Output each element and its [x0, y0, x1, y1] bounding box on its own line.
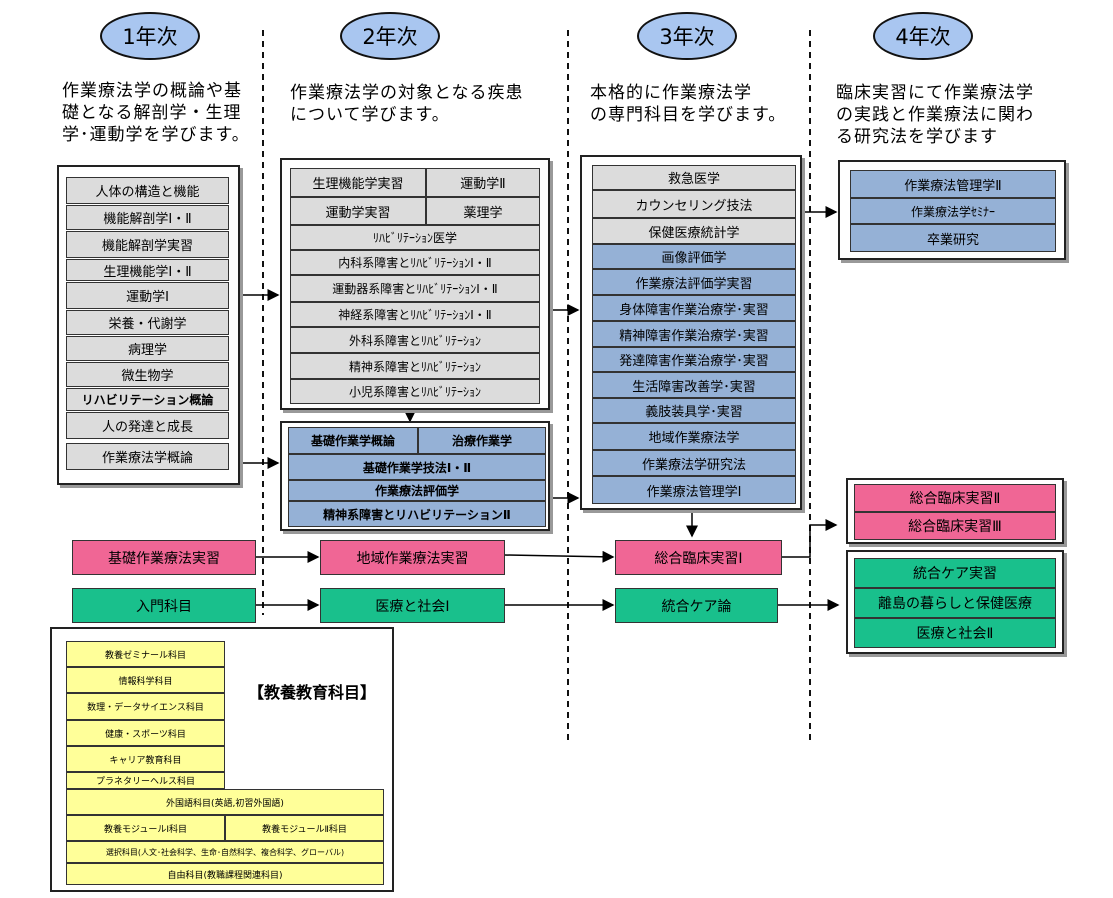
course-cell: 教養モジュールⅠ科目: [66, 815, 225, 841]
course-cell: 作業療法学ｾﾐﾅｰ: [850, 198, 1056, 224]
course-cell: 栄養・代謝学: [66, 310, 229, 335]
course-cell: 機能解剖学Ⅰ・Ⅱ: [66, 205, 229, 230]
year-4-description: 臨床実習にて作業療法学 の実践と作業療法に関わ る研究法を学びます: [836, 83, 1034, 147]
course-cell: 運動学実習: [290, 197, 426, 225]
course-cell: 総合臨床実習Ⅱ: [854, 484, 1056, 512]
course-cell: 発達障害作業治療学･実習: [592, 347, 796, 372]
year-3-course-box: 救急医学 カウンセリング技法 保健医療統計学 画像評価学 作業療法評価学実習 身…: [580, 155, 802, 510]
course-cell: 神経系障害とﾘﾊﾋﾞﾘﾃｰｼｮﾝⅠ・Ⅱ: [290, 302, 540, 327]
care-year3: 統合ケア論: [615, 588, 778, 623]
course-cell: 保健医療統計学: [592, 218, 796, 244]
liberal-arts-box: 教養ゼミナール科目 情報科学科目 数理・データサイエンス科目 健康・スポーツ科目…: [50, 627, 394, 892]
course-cell: 作業療法管理学Ⅱ: [850, 170, 1056, 198]
course-cell: 数理・データサイエンス科目: [66, 693, 225, 720]
practicum-year4-box: 総合臨床実習Ⅱ 総合臨床実習Ⅲ: [846, 478, 1064, 544]
course-cell: 健康・スポーツ科目: [66, 720, 225, 746]
course-cell: 選択科目(人文･社会科学、生命･自然科学、複合科学、グローバル): [66, 841, 384, 863]
course-cell: ﾘﾊﾋﾞﾘﾃｰｼｮﾝ医学: [290, 225, 540, 250]
course-cell: 画像評価学: [592, 244, 796, 269]
course-cell: 運動学Ⅰ: [66, 282, 229, 309]
course-cell: 作業療法評価学実習: [592, 269, 796, 295]
course-cell: 作業療法学研究法: [592, 450, 796, 476]
course-cell: 精神系障害とリハビリテーションⅡ: [288, 501, 546, 527]
course-cell: プラネタリーヘルス科目: [66, 772, 225, 789]
year-2-course-box: 生理機能学実習 運動学Ⅱ 運動学実習 薬理学 ﾘﾊﾋﾞﾘﾃｰｼｮﾝ医学 内科系障…: [280, 158, 550, 410]
course-cell: カウンセリング技法: [592, 190, 796, 218]
course-cell: 基礎作業学技法Ⅰ・Ⅱ: [288, 454, 546, 480]
course-cell: リハビリテーション概論: [66, 388, 229, 411]
course-cell: 人の発達と成長: [66, 412, 229, 439]
course-cell: 卒業研究: [850, 224, 1056, 252]
course-cell: 救急医学: [592, 165, 796, 190]
course-cell: キャリア教育科目: [66, 746, 225, 772]
course-cell: 身体障害作業治療学･実習: [592, 295, 796, 321]
course-cell: 薬理学: [426, 197, 540, 225]
arrow-prac3-prac4: [782, 519, 838, 558]
course-cell: 外国語科目(英語,初習外国語): [66, 789, 384, 815]
course-cell: 医療と社会Ⅱ: [854, 618, 1056, 648]
course-cell: 作業療法学概論: [66, 443, 229, 470]
course-cell: 病理学: [66, 336, 229, 361]
year-4-course-box: 作業療法管理学Ⅱ 作業療法学ｾﾐﾅｰ 卒業研究: [838, 160, 1066, 260]
course-cell: 生理機能学実習: [290, 168, 426, 197]
practicum-year2: 地域作業療法実習: [320, 540, 505, 575]
course-cell: 離島の暮らしと保健医療: [854, 588, 1056, 618]
year-2-ot-course-box: 基礎作業学概論 治療作業学 基礎作業学技法Ⅰ・Ⅱ 作業療法評価学 精神系障害とリ…: [280, 421, 550, 531]
year-2-badge: 2年次: [340, 12, 440, 60]
course-cell: 教養ゼミナール科目: [66, 641, 225, 667]
liberal-arts-title: 【教養教育科目】: [248, 683, 377, 702]
course-cell: 生理機能学Ⅰ・Ⅱ: [66, 259, 229, 281]
course-cell: 情報科学科目: [66, 667, 225, 693]
course-cell: 地域作業療法学: [592, 423, 796, 450]
course-cell: 作業療法評価学: [288, 480, 546, 501]
course-cell: 作業療法管理学Ⅰ: [592, 476, 796, 504]
practicum-year3: 総合臨床実習Ⅰ: [615, 540, 782, 575]
year-3-badge: 3年次: [637, 12, 737, 60]
course-cell: 小児系障害とﾘﾊﾋﾞﾘﾃｰｼｮﾝ: [290, 379, 540, 404]
course-cell: 基礎作業学概論: [288, 427, 418, 454]
year-1-course-box: 人体の構造と機能 機能解剖学Ⅰ・Ⅱ 機能解剖学実習 生理機能学Ⅰ・Ⅱ 運動学Ⅰ …: [57, 165, 240, 485]
practicum-year1: 基礎作業療法実習: [72, 540, 256, 575]
course-cell: 内科系障害とﾘﾊﾋﾞﾘﾃｰｼｮﾝⅠ・Ⅱ: [290, 250, 540, 275]
care-year1: 入門科目: [72, 588, 256, 623]
course-cell: 運動学Ⅱ: [426, 168, 540, 197]
year-3-description: 本格的に作業療法学 の専門科目を学びます。: [590, 83, 787, 125]
course-cell: 生活障害改善学･実習: [592, 372, 796, 398]
care-year4-box: 統合ケア実習 離島の暮らしと保健医療 医療と社会Ⅱ: [846, 550, 1064, 654]
care-year2: 医療と社会Ⅰ: [320, 588, 505, 623]
course-cell: 義肢装具学･実習: [592, 398, 796, 423]
course-cell: 外科系障害とﾘﾊﾋﾞﾘﾃｰｼｮﾝ: [290, 327, 540, 353]
year-2-description: 作業療法学の対象となる疾患 について学びます。: [290, 83, 524, 125]
course-cell: 教養モジュールⅡ科目: [225, 815, 384, 841]
course-cell: 治療作業学: [418, 427, 546, 454]
course-cell: 精神障害作業治療学･実習: [592, 321, 796, 347]
course-cell: 統合ケア実習: [854, 558, 1056, 588]
course-cell: 総合臨床実習Ⅲ: [854, 512, 1056, 540]
year-1-badge: 1年次: [100, 12, 200, 60]
arrow-prac2-prac3: [504, 550, 615, 563]
course-cell: 微生物学: [66, 362, 229, 387]
course-cell: 運動器系障害とﾘﾊﾋﾞﾘﾃｰｼｮﾝⅠ・Ⅱ: [290, 275, 540, 302]
course-cell: 精神系障害とﾘﾊﾋﾞﾘﾃｰｼｮﾝ: [290, 353, 540, 379]
course-cell: 自由科目(教職課程関連科目): [66, 863, 384, 885]
course-cell: 機能解剖学実習: [66, 231, 229, 258]
course-cell: 人体の構造と機能: [66, 177, 229, 204]
year-1-description: 作業療法学の概論や基 礎となる解剖学・生理 学･運動学を学びます。: [62, 81, 250, 145]
year-4-badge: 4年次: [873, 12, 973, 60]
